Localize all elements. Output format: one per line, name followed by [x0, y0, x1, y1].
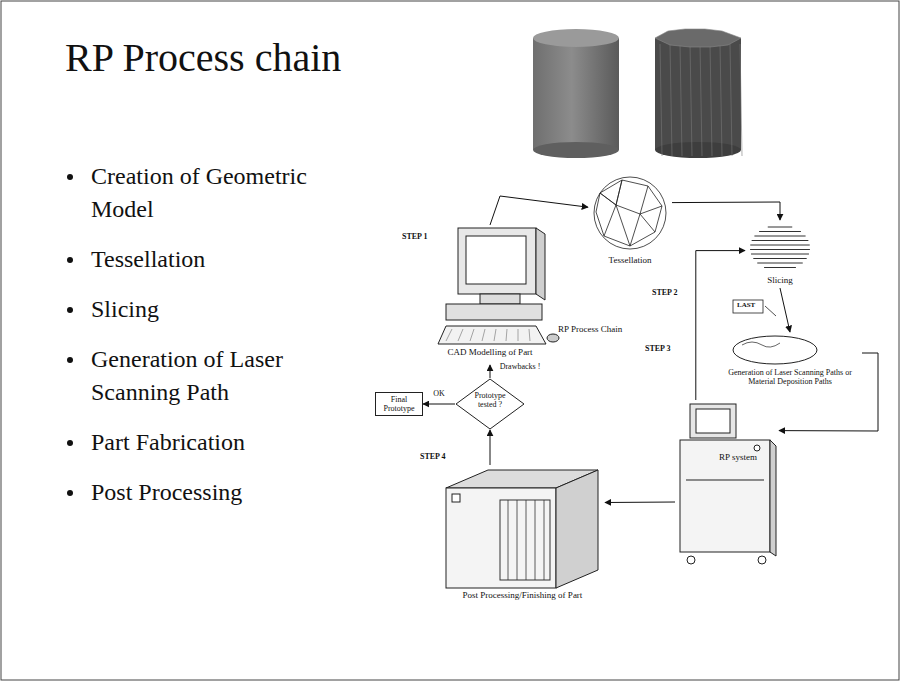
bullet-item: Tessellation — [65, 243, 341, 276]
tessellated-sphere — [594, 177, 666, 249]
bullet-item: Part Fabrication — [65, 426, 341, 459]
cad-cylinder — [533, 29, 619, 158]
bullet-text: Generation of Laser Scanning Path — [91, 346, 283, 405]
bullet-item: Slicing — [65, 293, 341, 326]
laser-tag — [733, 300, 776, 316]
bullet-dot — [67, 490, 73, 496]
flow-arrow — [605, 502, 675, 504]
flow-arrow — [779, 353, 878, 431]
flow-arrow — [423, 404, 455, 405]
flow-arrow — [672, 202, 780, 220]
step-label: STEP 4 — [420, 452, 446, 461]
edge-label: Drawbacks ! — [499, 362, 542, 371]
decision-diamond: Prototype tested ? — [455, 378, 525, 430]
slice-stack — [750, 227, 810, 268]
bullet-dot — [67, 357, 73, 363]
flow-arrow — [696, 251, 745, 400]
node-text: Generation of Laser Scanning Paths or Ma… — [718, 368, 862, 386]
bullet-item: Generation of Laser Scanning Path — [65, 343, 341, 409]
bullet-item: Creation of Geometric Model — [65, 160, 341, 226]
slide-title: RP Process chain — [65, 34, 341, 81]
node-text: Slicing — [745, 275, 815, 285]
flow-arrow — [490, 430, 491, 465]
diagram-caption: RP Process Chain — [558, 324, 622, 334]
step-label: STEP 1 — [402, 232, 428, 241]
node-text: Post Processing/Finishing of Part — [440, 590, 605, 600]
bullet-dot — [67, 440, 73, 446]
flow-arrow — [780, 288, 790, 332]
edge-label: OK — [432, 389, 446, 398]
computer — [438, 228, 559, 344]
bullet-list: Creation of Geometric ModelTessellationS… — [65, 160, 365, 526]
tessellation-node: Tessellation — [588, 175, 672, 267]
bullet-text: Post Processing — [91, 479, 242, 505]
bullet-text: Creation of Geometric Model — [91, 163, 307, 222]
bullet-text: Tessellation — [91, 246, 205, 272]
bullet-dot — [67, 307, 73, 313]
rp-machine — [680, 404, 776, 564]
tag-label: LAST — [737, 301, 755, 309]
bullet-dot — [67, 257, 73, 263]
node-text: Final Prototype — [376, 395, 422, 413]
post-processing-unit — [446, 470, 598, 588]
step-label: STEP 2 — [652, 288, 678, 297]
final-prototype-box: Final Prototype — [375, 392, 423, 416]
node-text: CAD Modelling of Part — [425, 347, 555, 357]
flow-arrow — [490, 365, 491, 378]
flow-arrow — [490, 196, 588, 225]
post-processing-node: Post Processing/Finishing of Part — [440, 465, 605, 615]
node-text: Prototype tested ? — [469, 391, 511, 409]
node-text: RP system — [697, 452, 779, 462]
cad-node: CAD Modelling of Part — [425, 225, 555, 365]
tessellated-cylinder — [655, 29, 742, 158]
bullet-item: Post Processing — [65, 476, 341, 509]
scan-path-node: Generation of Laser Scanning Paths or Ma… — [718, 332, 862, 392]
bullet-text: Part Fabrication — [91, 429, 245, 455]
scan-path — [733, 336, 817, 364]
bullet-dot — [67, 174, 73, 180]
slicing-node: Slicing — [745, 220, 815, 288]
node-text: Tessellation — [588, 255, 672, 265]
step-label: STEP 3 — [645, 344, 671, 353]
rp-system-node: RP system — [675, 400, 779, 570]
bullet-text: Slicing — [91, 296, 159, 322]
